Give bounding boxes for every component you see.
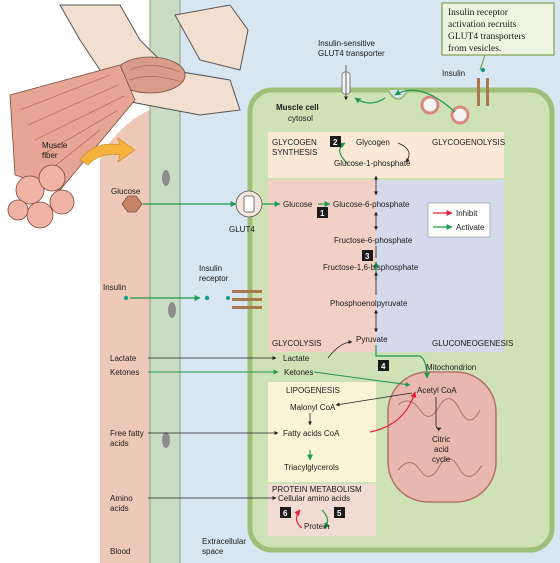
free-fatty-acids-label: acids [110, 439, 129, 448]
malonyl-coa-label: Malonyl CoA [290, 403, 336, 412]
glut4-transporter-label: Insulin-sensitive [318, 39, 375, 48]
blood-region [100, 110, 150, 563]
triacylglycerols-label: Triacylglycerols [284, 463, 339, 472]
vesicle [420, 95, 440, 115]
legend-activate: Activate [456, 223, 485, 232]
gluconeogenesis-label: GLUCONEOGENESIS [432, 339, 513, 348]
pyruvate-label: Pyruvate [356, 335, 388, 344]
arm-illustration [59, 4, 249, 116]
blood-label: Blood [110, 547, 130, 556]
callout-line: Insulin receptor [448, 8, 509, 18]
muscle-cell-label: Muscle cell [276, 103, 319, 112]
step-number: 2 [333, 138, 338, 147]
step-number: 5 [337, 509, 342, 518]
lactate-in-label: Lactate [283, 354, 310, 363]
glut4-transporter-label: GLUT4 transporter [318, 49, 385, 58]
insulin-receptor-icon [226, 290, 262, 309]
cytosol-label: cytosol [288, 114, 313, 123]
protein-metabolism-label: PROTEIN METABOLISM [272, 485, 362, 494]
lipogenesis-label: LIPOGENESIS [286, 386, 340, 395]
step-number: 6 [283, 509, 288, 518]
ketones-out-label: Ketones [110, 368, 139, 377]
insulin-receptor-top-icon [477, 67, 489, 106]
step-number: 1 [320, 209, 325, 218]
lactate-out-label: Lactate [110, 354, 137, 363]
lipogenesis-panel [268, 382, 376, 482]
legend-inhibit: Inhibit [456, 209, 478, 218]
glycogen-synthesis-label: GLYCOGEN [272, 138, 317, 147]
muscle-fiber-illustration [7, 64, 136, 229]
endothelial-nucleus [162, 432, 170, 448]
extracellular-label: space [202, 547, 224, 556]
legend-box [427, 202, 491, 238]
muscle-fiber-label: fiber [42, 151, 58, 160]
insulin-receptor-label: receptor [199, 274, 229, 283]
glycogenolysis-label: GLYCOGENOLYSIS [432, 138, 505, 147]
step-badge [334, 507, 345, 518]
fructose-16-bisphosphate-label: Fructose-1,6-bisphosphate [323, 263, 419, 272]
muscle-fiber-label: Muscle [42, 141, 68, 150]
glycogen-label: Glycogen [356, 138, 390, 147]
glut4-transporter-icon [341, 65, 351, 101]
citric-acid-cycle-label: Citric [432, 435, 450, 444]
insulin-molecule-icon [204, 295, 210, 301]
step-number: 4 [381, 362, 386, 371]
glucose-1-phosphate-label: Glucose-1-phosphate [334, 159, 411, 168]
insulin-molecule-icon [123, 295, 129, 301]
zoom-arrow [79, 137, 136, 166]
extracellular-label: Extracellular [202, 537, 246, 546]
glucose-molecule-icon [121, 195, 143, 213]
insulin-receptor-label: Insulin [199, 264, 222, 273]
step-number: 3 [365, 252, 370, 261]
step-badge [280, 507, 291, 518]
citric-acid-cycle-label: cycle [432, 455, 451, 464]
endothelial-nucleus [162, 170, 170, 186]
fructose-6-phosphate-label: Fructose-6-phosphate [334, 236, 413, 245]
callout-line: GLUT4 transporters [448, 32, 526, 42]
glycogen-synthesis-label: SYNTHESIS [272, 148, 317, 157]
callout-line: from vesicles. [448, 43, 501, 54]
acetyl-coa-label: Acetyl CoA [417, 386, 457, 395]
callout-line: activation recruits [448, 20, 517, 30]
cellular-amino-acids-label: Cellular amino acids [278, 494, 350, 503]
glucose-outside-label: Glucose [111, 187, 141, 196]
step-badge [378, 360, 389, 371]
amino-acids-label: acids [110, 504, 129, 513]
vesicle [450, 105, 470, 125]
step-badge [330, 136, 341, 147]
glycolysis-label: GLYCOLYSIS [272, 339, 322, 348]
insulin-left-label: Insulin [103, 283, 126, 292]
pep-label: Phosphoenolpyruvate [330, 299, 408, 308]
glucose-inside-label: Glucose [283, 200, 313, 209]
glucose-6-phosphate-label: Glucose-6-phosphate [333, 200, 410, 209]
amino-acids-label: Amino [110, 494, 133, 503]
glycogen-panel [268, 132, 504, 178]
protein-label: Protein [304, 522, 329, 531]
fatty-acids-coa-label: Fatty acids CoA [283, 429, 340, 438]
insulin-label: Insulin [442, 69, 465, 78]
glut4-icon [235, 190, 263, 218]
ketones-in-label: Ketones [284, 368, 313, 377]
endothelial-nucleus [168, 302, 176, 318]
callout-box [441, 2, 555, 56]
mitochondrion-label: Mitochondrion [426, 363, 476, 372]
step-badge [317, 207, 328, 218]
citric-acid-cycle-label: acid [434, 445, 449, 454]
step-badge [362, 250, 373, 261]
glut4-label: GLUT4 [229, 225, 255, 234]
free-fatty-acids-label: Free fatty [110, 429, 144, 438]
